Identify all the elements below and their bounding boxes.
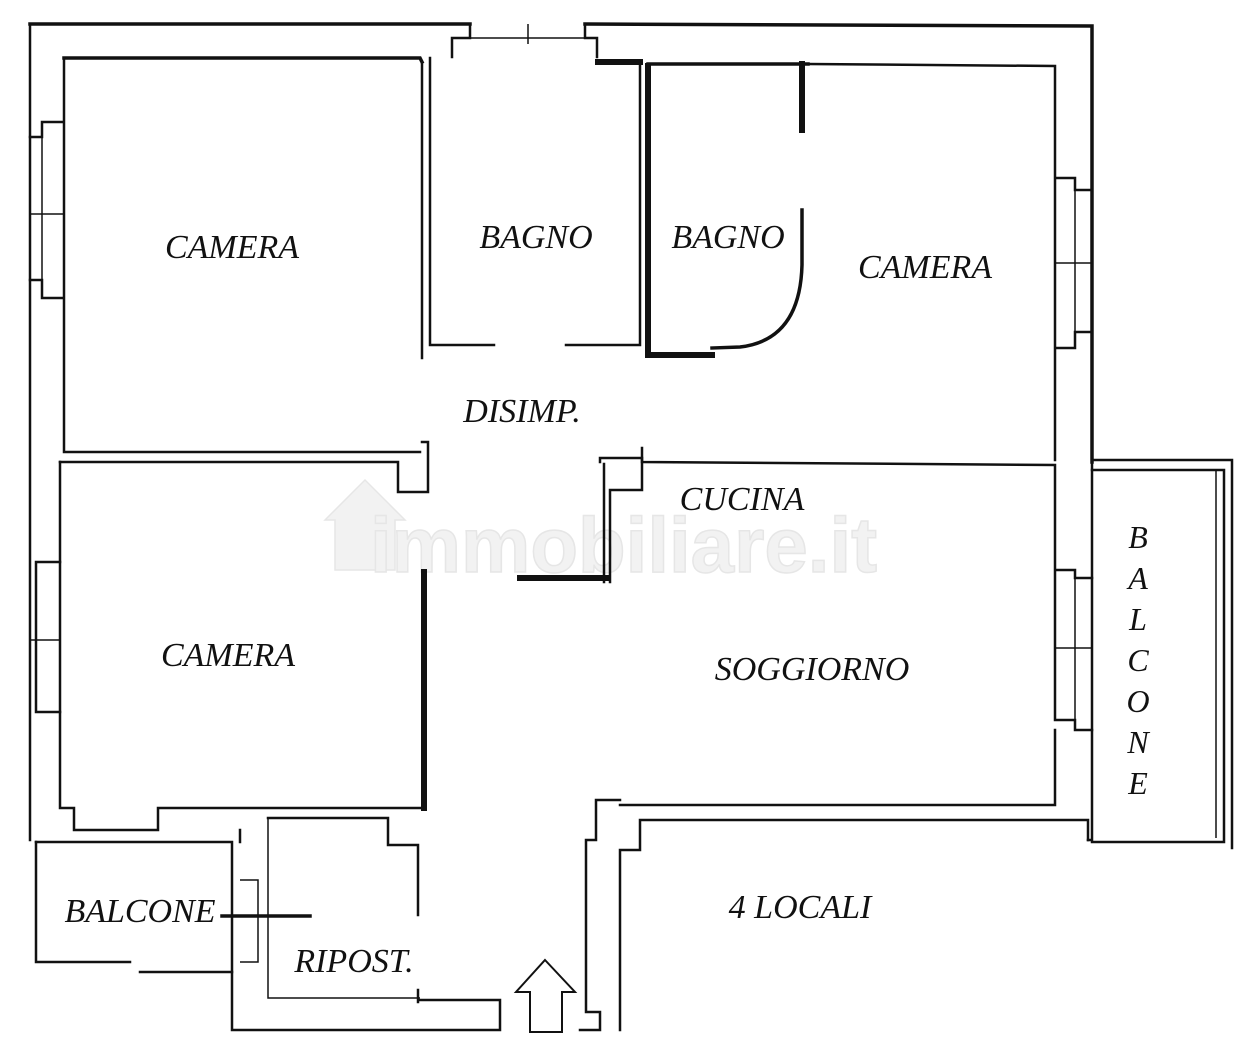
room-label-balcone-east: B A L C O N E [1126, 519, 1150, 801]
room-label-ripostiglio: RIPOST. [293, 943, 413, 980]
room-label-bagno-1: BAGNO [479, 219, 592, 256]
watermark-text: immobiliare.it [370, 501, 877, 589]
balcone-letter: A [1126, 560, 1148, 596]
summary-label: 4 LOCALI [729, 889, 873, 926]
balcone-letter: E [1127, 765, 1148, 801]
balcone-east-outline [1090, 458, 1234, 850]
middle-walls [30, 440, 1094, 832]
balcone-letter: C [1127, 642, 1149, 678]
watermark: immobiliare.it [323, 478, 878, 590]
balcone-letter: L [1128, 601, 1147, 637]
balcone-letter: N [1126, 724, 1150, 760]
south-walls [34, 798, 1090, 1032]
room-label-soggiorno: SOGGIORNO [715, 651, 910, 688]
outer-walls [28, 22, 1094, 842]
room-label-camera-sw: CAMERA [161, 637, 295, 674]
house-logo-icon [323, 478, 407, 571]
balcone-letter: B [1128, 519, 1148, 555]
room-label-camera-ne: CAMERA [858, 249, 992, 286]
bagno-walls [420, 56, 810, 360]
room-label-cucina: CUCINA [680, 481, 805, 518]
room-label-disimpegno: DISIMP. [462, 393, 580, 430]
balcone-letter: O [1126, 683, 1149, 719]
entrance-arrow-icon [513, 958, 578, 1033]
room-labels: CAMERA BAGNO BAGNO CAMERA DISIMP. CUCINA… [64, 219, 992, 980]
room-label-balcone-sw: BALCONE [64, 893, 215, 930]
room-label-camera-nw: CAMERA [165, 229, 299, 266]
room-label-bagno-2: BAGNO [671, 219, 784, 256]
